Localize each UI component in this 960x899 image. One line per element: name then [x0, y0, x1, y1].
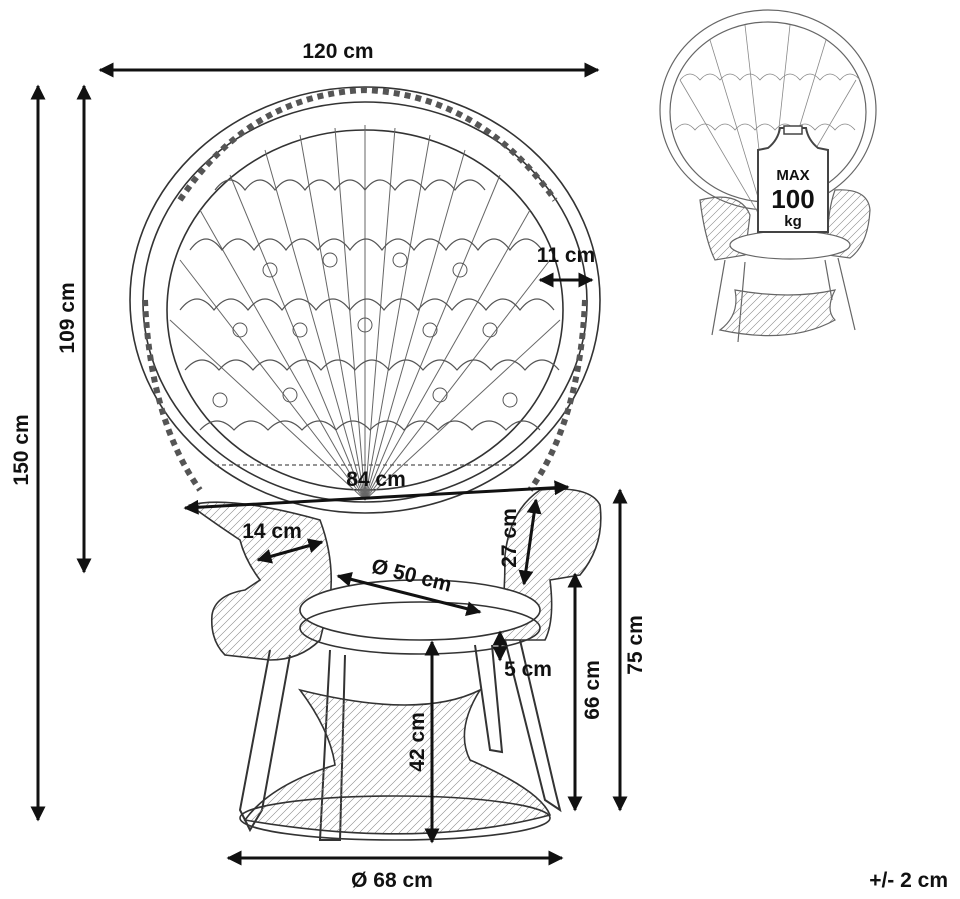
total-height-label: 150 cm [10, 414, 33, 485]
armrest-width-label: 14 cm [242, 520, 302, 543]
max-load-value: 100 [771, 184, 814, 214]
armrest-height-label: 27 cm [498, 508, 521, 568]
seat-width-dimension-line [183, 480, 570, 515]
fan-scallops [179, 179, 560, 466]
max-load-badge: MAX 100 kg [757, 125, 829, 233]
seat-height-label: 42 cm [406, 712, 429, 772]
armrest-height-dimension-line [518, 498, 542, 586]
tolerance-label: +/- 2 cm [869, 869, 948, 892]
frame-thickness-label: 11 cm [537, 244, 595, 267]
width-label: 120 cm [302, 40, 373, 63]
seat-top-height-label: 66 cm [581, 660, 604, 720]
thumbnail-chair [659, 9, 877, 343]
chair-illustration [129, 86, 602, 841]
cushion-thickness-label: 5 cm [504, 658, 552, 681]
base-diameter-label: Ø 68 cm [351, 869, 433, 892]
base-ring [239, 795, 551, 841]
fan-spokes [169, 125, 561, 501]
armrest-width-dimension-line [256, 538, 324, 564]
back-height-label: 109 cm [56, 282, 79, 353]
max-load-unit: kg [784, 213, 802, 230]
max-load-label: MAX [776, 167, 809, 184]
weight-icon [757, 127, 829, 233]
arm-height-label: 75 cm [624, 615, 647, 675]
dimension-lines [30, 62, 628, 866]
base-pedestal [243, 688, 552, 835]
seat-diameter-dimension-line [336, 572, 482, 616]
fan-curls [212, 252, 518, 408]
seat-width-label: 84 cm [346, 468, 406, 491]
rim-beads [142, 86, 588, 492]
